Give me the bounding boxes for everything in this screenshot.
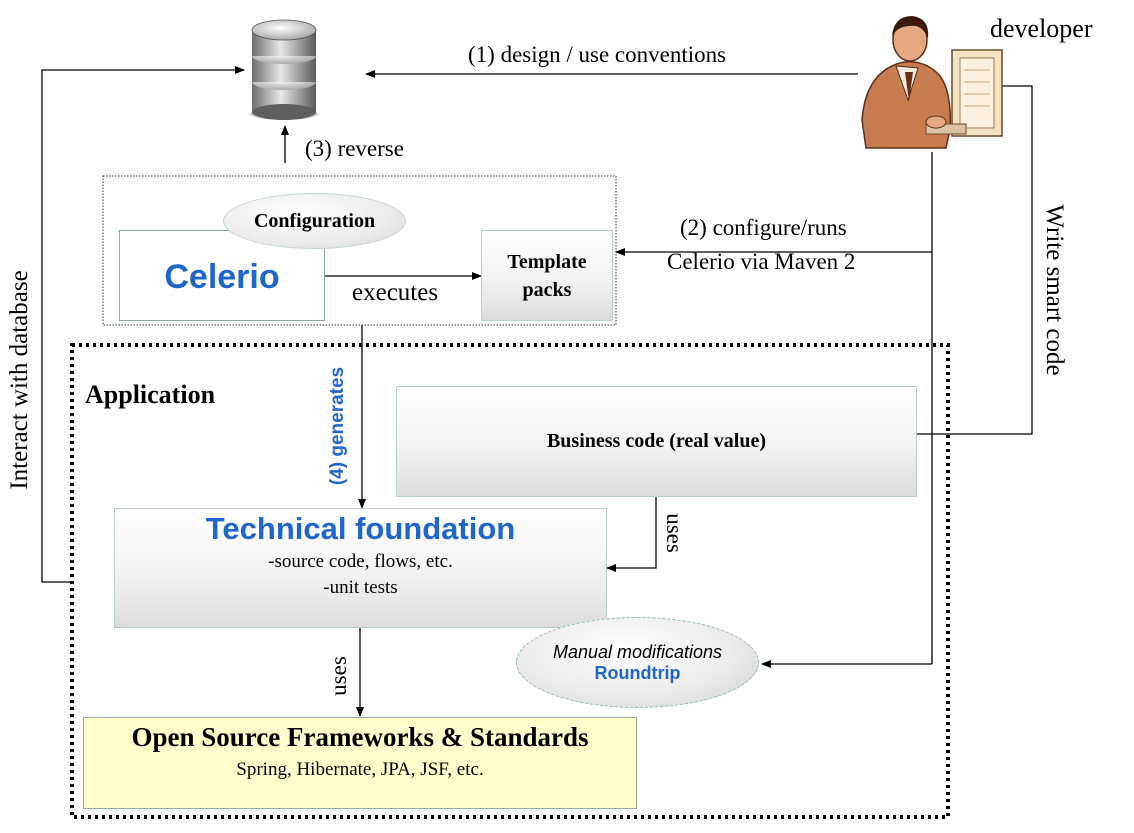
manual-modifications-ellipse: Manual modifications Roundtrip bbox=[516, 617, 759, 708]
frameworks-title: Open Source Frameworks & Standards bbox=[131, 722, 589, 752]
frameworks-subtitle: Spring, Hibernate, JPA, JSF, etc. bbox=[236, 759, 484, 780]
generates-label: (4) generates bbox=[327, 366, 348, 486]
business-code-label: Business code (real value) bbox=[546, 430, 767, 452]
application-title: Application bbox=[85, 380, 216, 409]
celerio-frame bbox=[102, 175, 617, 326]
smart-code-arrow bbox=[889, 85, 1033, 438]
executes-label: executes bbox=[352, 279, 439, 306]
reverse-label: (3) reverse bbox=[305, 136, 404, 161]
template-packs-label: Template packs bbox=[507, 250, 587, 301]
application-frame bbox=[70, 343, 950, 819]
interact-arrow bbox=[41, 66, 245, 583]
celerio-title: Celerio bbox=[164, 258, 280, 296]
roundtrip-label: Roundtrip bbox=[594, 662, 681, 683]
configure-label-line1: (2) configure/runs bbox=[680, 215, 847, 240]
business-code-box: Business code (real value) bbox=[396, 386, 917, 497]
write-smart-code-label: Write smart code bbox=[1041, 204, 1068, 376]
technical-foundation-title: Technical foundation bbox=[205, 511, 516, 546]
technical-foundation-line2: -unit tests bbox=[323, 577, 398, 598]
configure-label-line2: Celerio via Maven 2 bbox=[667, 249, 856, 274]
design-label: (1) design / use conventions bbox=[468, 42, 727, 67]
interact-db-label: Interact with database bbox=[6, 270, 33, 490]
manual-modifications-label: Manual modifications bbox=[552, 641, 723, 662]
developer-icon bbox=[856, 10, 1006, 152]
business-uses-arrow bbox=[606, 497, 657, 572]
configuration-ellipse: Configuration bbox=[223, 193, 406, 249]
template-packs-box: Template packs bbox=[481, 230, 613, 321]
database-icon bbox=[246, 16, 322, 122]
configuration-label: Configuration bbox=[253, 209, 376, 232]
technical-foundation-box: Technical foundation -source code, flows… bbox=[114, 508, 607, 628]
technical-foundation-line1: -source code, flows, etc. bbox=[268, 551, 453, 572]
developer-label: developer bbox=[990, 14, 1093, 43]
uses-frameworks-label: uses bbox=[326, 656, 351, 696]
uses-business-label: uses bbox=[662, 513, 687, 553]
frameworks-box: Open Source Frameworks & Standards Sprin… bbox=[83, 717, 637, 809]
